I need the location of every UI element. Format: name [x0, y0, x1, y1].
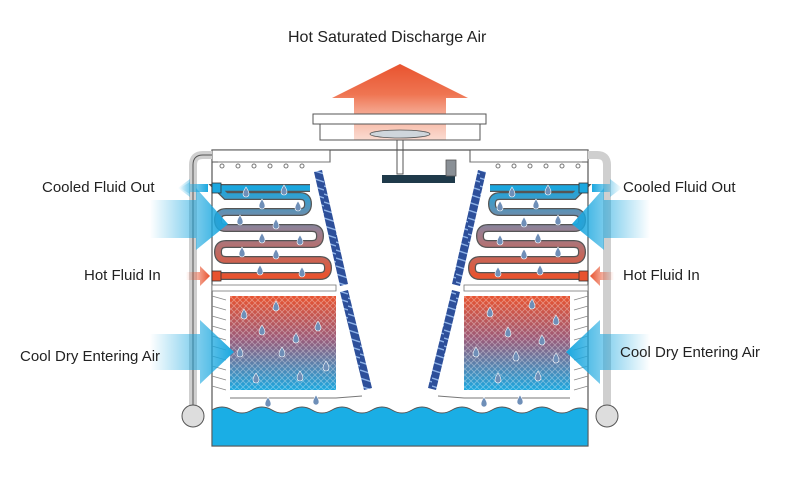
right-hot-fluid-in-arrow [590, 266, 614, 286]
cooled-fluid-out-right-label: Cooled Fluid Out [623, 179, 736, 196]
left-lower-air-inlet-arrow [150, 320, 234, 384]
cool-air-left-label: Cool Dry Entering Air [20, 348, 161, 365]
cooled-fluid-out-left-label: Cooled Fluid Out [42, 179, 155, 196]
fan-shaft [396, 139, 404, 175]
right-spray-nozzles [470, 161, 582, 169]
cool-air-right-label: Cool Dry Entering Air [620, 344, 761, 361]
right-coil [467, 182, 592, 282]
hot-fluid-in-left-label: Hot Fluid In [84, 267, 161, 284]
right-lower-drift-eliminator [428, 290, 460, 390]
right-pump [595, 404, 619, 428]
right-lower-air-inlet-arrow [566, 320, 650, 384]
right-upper-drift-eliminator [452, 170, 486, 286]
left-lower-drift-eliminator [340, 290, 372, 390]
right-top-plenum [469, 149, 589, 163]
discharge-air-label: Hot Saturated Discharge Air [288, 29, 487, 46]
fan-motor [445, 159, 457, 177]
right-fill-media [464, 296, 570, 390]
left-cooled-fluid-out-arrow [178, 179, 210, 197]
left-spray-nozzles [218, 161, 330, 169]
left-coil [208, 182, 333, 282]
fan-deck [312, 113, 487, 125]
left-fill-media [230, 296, 336, 390]
left-top-plenum [211, 149, 331, 163]
basin-water [211, 406, 589, 447]
left-pump [181, 404, 205, 428]
hot-fluid-in-right-label: Hot Fluid In [623, 267, 700, 284]
left-upper-air-inlet-arrow [150, 188, 228, 250]
discharge-air-arrow [332, 64, 468, 140]
right-recirc-pipe [588, 151, 611, 405]
right-cooled-fluid-out-arrow [592, 179, 622, 197]
left-hot-fluid-in-arrow [186, 266, 210, 286]
fan-motor-rail [382, 175, 455, 183]
right-upper-air-inlet-arrow [572, 188, 650, 250]
fan-blade [369, 129, 431, 139]
left-upper-drift-eliminator [314, 170, 348, 286]
